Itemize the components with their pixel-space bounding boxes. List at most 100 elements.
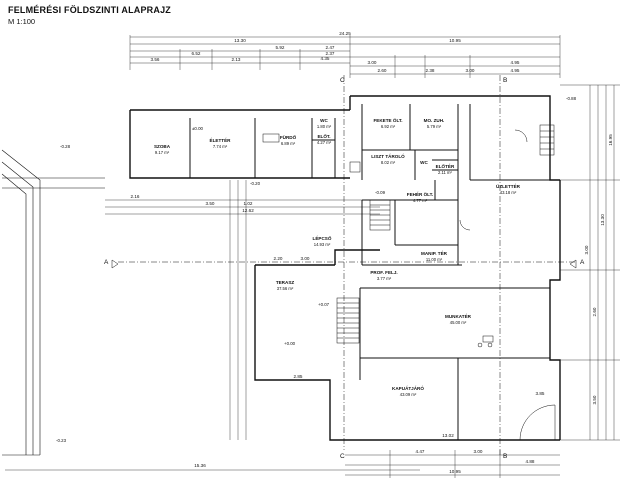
room-area-elot: 4.27 m² [317,140,332,145]
section-label-a-right: A [580,259,585,266]
dim-bottom-3: 3.00 [474,449,483,454]
dim-right-3: 3.50 [592,395,597,404]
room-area-lepcso: 14.93 m² [314,242,331,247]
section-label-b-top: B [503,77,507,84]
dim-bottom-2: 4.47 [416,449,425,454]
room-name-lepcso: LÉPCSŐ [313,234,332,241]
room-area-uzlet: 43.18 m² [500,190,517,195]
room-name-munkater: MUNKATÉR [445,312,472,319]
room-name-szoba: SZOBA [154,144,171,149]
dim-top-12: 2.60 [378,68,387,73]
drawing-title: FELMÉRÉSI FÖLDSZINTI ALAPRAJZ [8,5,171,15]
room-area-furdo: 6.89 m² [281,141,296,146]
section-label-c-top: C [340,77,345,84]
level-2: -0.20 [250,181,261,186]
stair-small [369,199,391,231]
level-0: ±0.00 [192,126,204,131]
doors [459,129,556,441]
dim-right-2: 2.60 [592,307,597,316]
room-name-fekete: FEKETE ÖLT. [373,117,402,123]
room-area-eloter2: 2.11 m² [438,170,452,175]
dim-top-1: 10.95 [449,38,461,43]
dim-left-1: 3.50 [206,201,215,206]
dim-top-0: 24.25 [339,31,351,36]
room-area-liszt: 8.02 m² [381,160,396,165]
room-name-furdo: FÜRDŐ [280,134,297,140]
room-area-kapu: 43.09 m² [400,392,417,397]
room-area-wc1: 1.80 m² [317,124,332,129]
section-lines [118,75,575,455]
level-5: -0.88 [566,96,577,101]
level-3: +0.07 [318,302,330,307]
dim-top-2: 13.30 [234,38,246,43]
dim-left-5: 3.00 [301,256,310,261]
room-area-szoba: 9.17 m² [155,150,170,155]
room-name-kapu: KAPUÁTJÁRÓ [392,384,424,391]
room-name-eloter1: ÉLETTÉR [210,136,232,143]
dim-bottom-1: 13.02 [442,433,454,438]
interior-walls [189,104,550,440]
section-label-b-bottom: B [503,453,507,460]
room-area-manip: 11.00 m² [426,257,443,262]
dim-left-0: 2.16 [131,194,140,199]
dimension-lines-right [560,84,620,441]
level-7: +0.00 [284,341,296,346]
level-1: -0.28 [60,144,71,149]
room-name-liszt: LISZT TÁROLÓ [371,152,405,159]
dim-top-6: 2.37 [326,51,335,56]
room-name-profel: PROF. FELJ. [370,270,397,275]
room-name-terasz: TERASZ [276,280,295,285]
room-area-fekete: 6.92 m² [381,124,396,129]
exterior-walls [129,95,561,441]
dim-top-4: 5.92 [276,45,285,50]
dim-left-4: 12.62 [242,208,254,213]
dim-top-13: 2.38 [426,68,435,73]
room-name-mozuh: MO. ZUH. [424,118,445,123]
room-area-feher: 4.77 m² [413,198,428,203]
level-6: -0.23 [56,438,67,443]
dim-top-7: 6.52 [192,51,201,56]
dim-right-0: 16.95 [608,134,613,146]
fixtures [262,133,494,348]
dim-top-9: 2.13 [232,57,241,62]
dim-top-11: 4.95 [511,60,520,65]
dim-bottom-5: 10.95 [449,469,461,474]
room-area-munkater: 45.00 m² [450,320,467,325]
stair-main [336,297,360,344]
dim-bottom-6: 3.85 [536,391,545,396]
dim-right-1: 13.30 [600,214,605,226]
level-marks: ±0.00 -0.28 -0.20 +0.07 -0.09 -0.88 -0.2… [56,96,577,443]
section-markers: A A B B C C [104,77,585,460]
room-name-elot: ELŐT. [317,133,330,139]
level-4: -0.09 [375,190,386,195]
room-area-terasz: 37.56 m² [277,286,294,291]
dim-top-5: 2.47 [326,45,335,50]
dim-top-8: 3.56 [151,57,160,62]
room-name-wc1: WC [320,118,328,123]
drawing-scale: M 1:100 [8,17,36,26]
dimension-lines-top [129,35,561,78]
dim-top-3: 4.35 [321,56,330,61]
dim-top-15: 4.95 [511,68,520,73]
room-area-eloter1: 7.74 m² [213,144,228,149]
room-name-uzlet: ÜZLETTÉR [496,182,521,189]
dimension-lines-left [105,180,380,440]
neighbour-plot [1,149,105,456]
stair-entrance [539,124,555,156]
room-name-feher: FEHÉR ÖLT. [407,190,433,197]
room-area-mozuh: 5.79 m² [427,124,442,129]
dimension-texts: 24.25 10.95 13.30 4.35 5.92 2.47 2.37 6.… [131,31,613,474]
dim-left-2: 1.02 [244,201,253,206]
dim-bottom-4: 4.88 [526,459,535,464]
section-label-a-left: A [104,259,109,266]
room-name-manip: MANIP. TÉR [421,249,448,256]
dim-top-10: 3.00 [368,60,377,65]
dim-top-14: 3.00 [466,68,475,73]
room-labels: SZOBA 9.17 m² ÉLETTÉR 7.74 m² FÜRDŐ 6.89… [154,117,521,397]
dim-bottom-7: 2.85 [294,374,303,379]
dim-left-3: 2.20 [274,256,283,261]
dimension-lines-bottom [5,439,560,478]
room-name-wc2: WC [420,160,428,165]
room-area-profel: 3.77 m² [377,276,392,281]
